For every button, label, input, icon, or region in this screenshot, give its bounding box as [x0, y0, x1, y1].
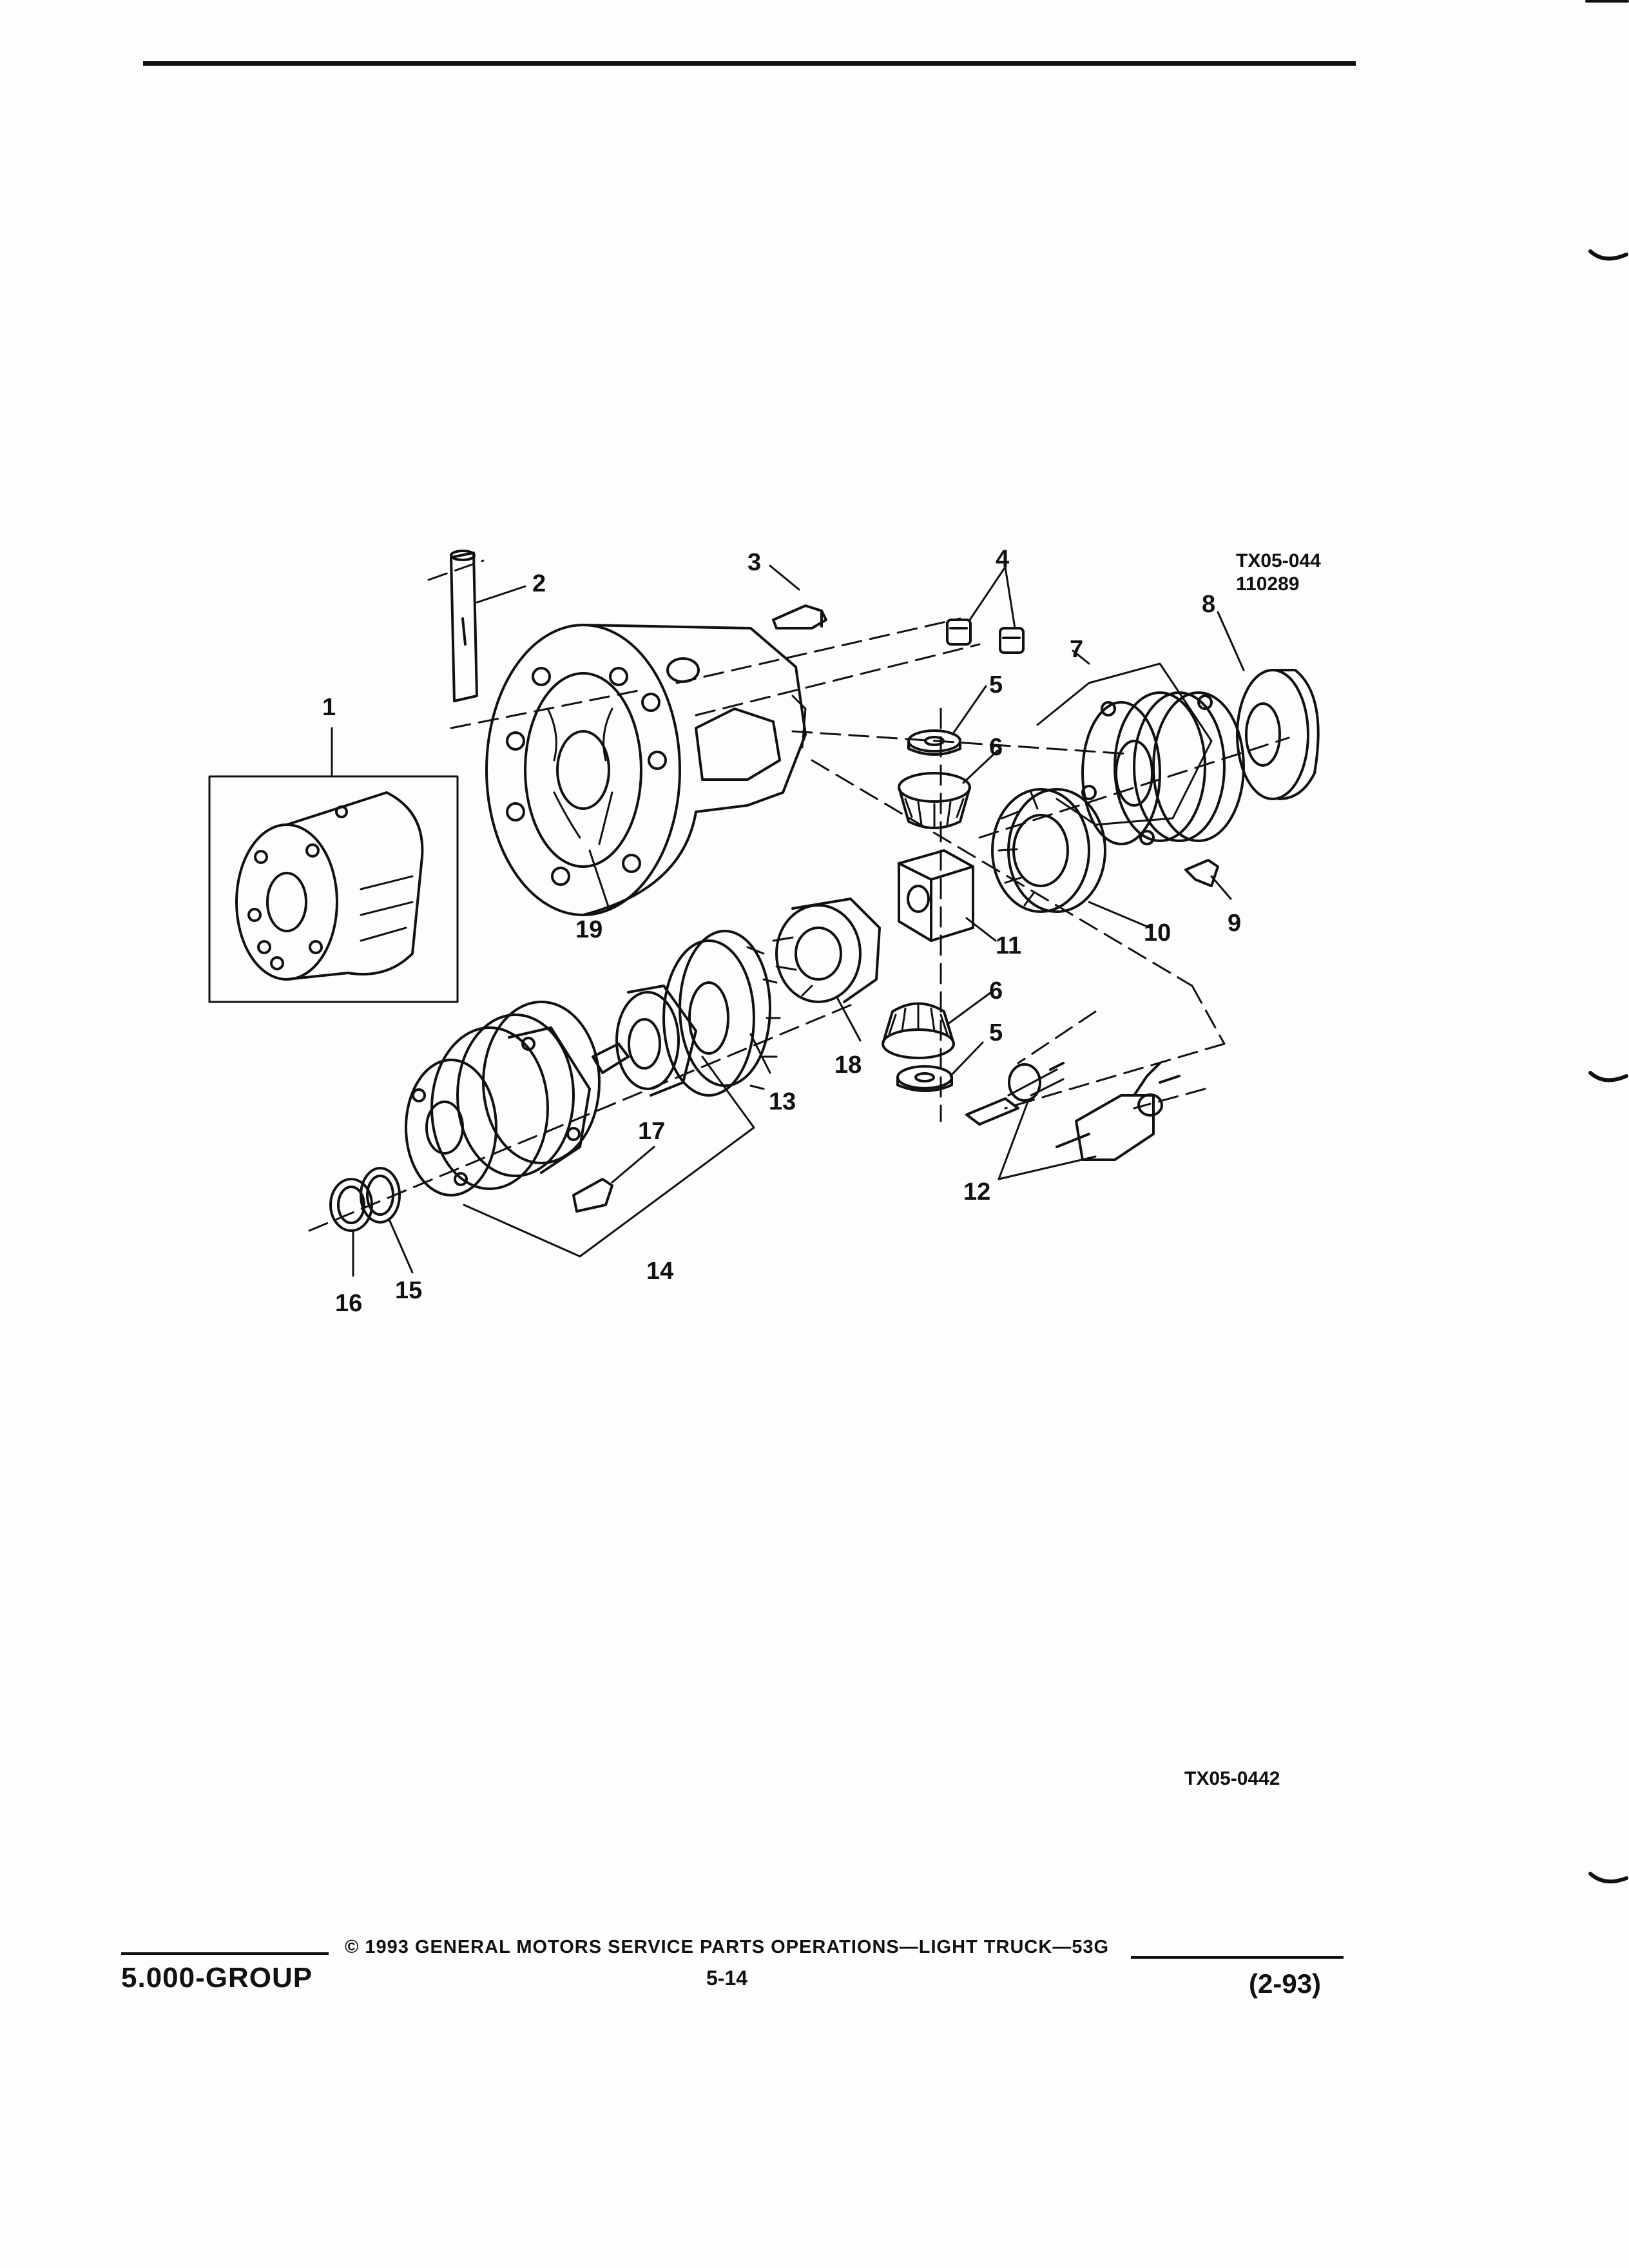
- item-18-spring-plate: [772, 898, 881, 1003]
- footer-copyright: © 1993 GENERAL MOTORS SERVICE PARTS OPER…: [345, 1937, 1110, 1957]
- callout-10: 10: [1144, 919, 1171, 947]
- callout-6-lower: 6: [989, 977, 1003, 1004]
- item-7-clutch-pack: [1036, 662, 1245, 845]
- item-19-differential-case: [485, 624, 807, 916]
- callout-3: 3: [747, 549, 761, 576]
- callout-11: 11: [996, 932, 1021, 959]
- callout-17: 17: [638, 1118, 665, 1145]
- figure-reference-codes: TX05-044 110289 TX05-0442: [1184, 550, 1321, 1789]
- callout-4: 4: [996, 546, 1009, 573]
- callout-12: 12: [963, 1178, 990, 1206]
- item-9-guide-clip: [1184, 859, 1219, 887]
- footer-rule-right: [1131, 1956, 1344, 1959]
- callout-1: 1: [322, 694, 336, 721]
- figure-date-top: 110289: [1236, 573, 1299, 595]
- figure-code-top: TX05-044: [1236, 550, 1321, 572]
- item-11-spacer-block: [898, 849, 974, 942]
- binder-hole-marks: [1585, 0, 1629, 1884]
- callout-8: 8: [1202, 591, 1215, 618]
- item-1-assembly-inset: [208, 727, 459, 1003]
- callout-5-lower: 5: [989, 1019, 1003, 1046]
- figure-code-bottom: TX05-0442: [1184, 1768, 1280, 1789]
- item-12-preload-springs: [965, 1062, 1181, 1161]
- item-16-snap-ring: [329, 1178, 373, 1232]
- item-2-pinion-shaft: [450, 550, 478, 702]
- footer-page-number: 5-14: [706, 1966, 748, 1990]
- item-14-clutch-pack: [405, 985, 755, 1258]
- header-rule: [143, 61, 1356, 66]
- item-8-shim: [1236, 669, 1320, 800]
- callout-19: 19: [575, 916, 602, 943]
- callout-leader-lines: [352, 564, 1245, 1277]
- callout-16: 16: [335, 1290, 362, 1317]
- item-15-snap-ring: [360, 1167, 401, 1224]
- callout-2: 2: [532, 570, 546, 597]
- item-6-pinion-gear-upper: [898, 772, 971, 829]
- callout-6-upper: 6: [989, 734, 1003, 761]
- callout-15: 15: [395, 1277, 422, 1304]
- footer-rule-left: [121, 1952, 329, 1955]
- assembly-center-lines: [308, 559, 1290, 1232]
- item-13-side-gear: [662, 930, 781, 1097]
- callout-9: 9: [1228, 910, 1241, 937]
- item-5-thrust-washer-lower: [896, 1065, 953, 1092]
- item-6-pinion-gear-lower: [882, 1002, 955, 1059]
- callout-14: 14: [646, 1258, 673, 1285]
- callout-13: 13: [769, 1088, 796, 1115]
- item-17-guide-clip: [572, 1178, 613, 1213]
- footer-group-label: 5.000-GROUP: [121, 1962, 313, 1994]
- callout-7: 7: [1070, 636, 1083, 663]
- callout-labels: 1 2 3 4 5 5 6 6 7 8 9 10 11 12 13 14 15 …: [322, 546, 1241, 1317]
- item-3-lock-screw: [772, 604, 827, 629]
- callout-18: 18: [834, 1052, 862, 1079]
- callout-5-upper: 5: [989, 671, 1003, 698]
- footer-revision: (2-93): [1249, 1968, 1322, 1999]
- item-10-side-gear: [991, 788, 1106, 913]
- item-4-plugs: [946, 619, 1025, 654]
- item-5-thrust-washer-upper: [907, 729, 961, 756]
